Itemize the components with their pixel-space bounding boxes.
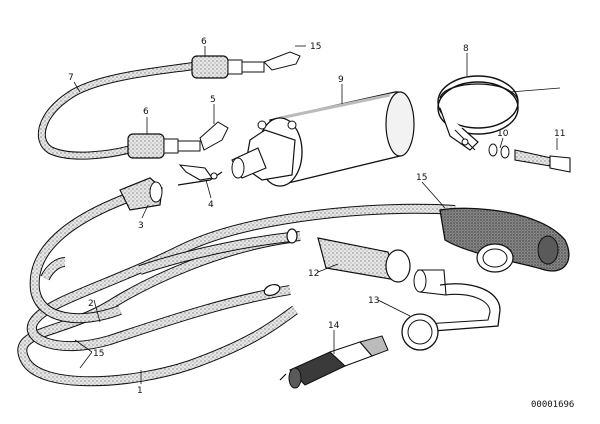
callout-labels: 6 15 7 6 5 9 8 10 11 4 3 15 12 13 14 2 1… [68, 37, 574, 410]
elbow-tube [401, 283, 501, 351]
coil-lead-assembly [37, 51, 301, 160]
callout-10: 10 [497, 129, 509, 139]
spark-plug-boot [119, 177, 163, 211]
retaining-clip [177, 164, 223, 186]
ignition-coil [231, 91, 415, 187]
hose-connector [317, 237, 447, 296]
callout-7: 7 [68, 73, 74, 83]
hose-assembly-lower [17, 190, 456, 387]
coil-bracket [437, 75, 561, 151]
callout-12: 12 [308, 269, 319, 279]
leader-lines [73, 45, 558, 384]
spark-plug [279, 335, 389, 389]
washer-and-bolt [488, 143, 571, 173]
callout-8: 8 [463, 44, 469, 54]
callout-6-upper: 6 [201, 37, 207, 47]
callout-2: 2 [88, 299, 94, 309]
callout-1: 1 [137, 386, 143, 396]
callout-15-lower: 15 [93, 349, 104, 359]
callout-9: 9 [338, 75, 344, 85]
callout-5: 5 [210, 95, 216, 105]
callout-11: 11 [554, 129, 565, 139]
distributor-cap-boot [439, 207, 570, 273]
callout-6-lower: 6 [143, 107, 149, 117]
callout-4: 4 [208, 200, 214, 210]
document-number: 00001696 [531, 400, 574, 410]
callout-5-upper: 15 [310, 42, 321, 52]
callout-15-upper: 15 [416, 173, 427, 183]
callout-13: 13 [368, 296, 379, 306]
callout-3: 3 [138, 221, 144, 231]
callout-14: 14 [328, 321, 340, 331]
